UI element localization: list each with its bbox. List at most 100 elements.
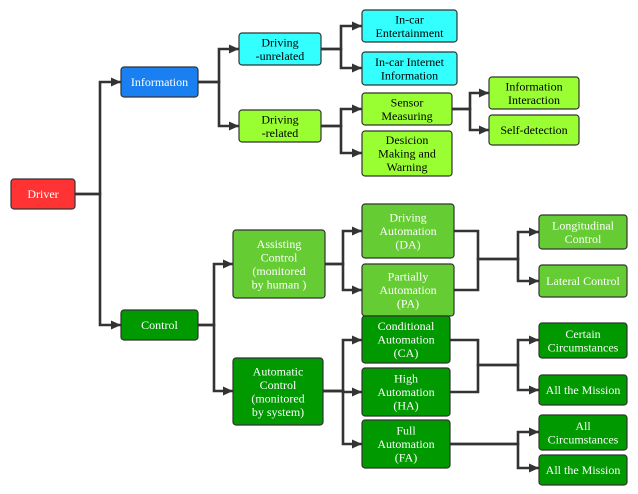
edge-assisting-to-pa bbox=[325, 262, 362, 295]
edge-ca-to-certain bbox=[450, 335, 539, 367]
node-box bbox=[488, 114, 580, 146]
node-label-line: (FA) bbox=[395, 451, 417, 465]
edge-control-to-assisting bbox=[198, 259, 233, 327]
node-box bbox=[232, 357, 324, 426]
node-label-line: Automation bbox=[377, 333, 434, 347]
node-label-line: Desicion bbox=[386, 133, 429, 147]
node-box bbox=[238, 109, 322, 143]
node-label-line: (HA) bbox=[393, 399, 418, 413]
nodes: DriverInformationControlDriving-unrelate… bbox=[10, 9, 628, 486]
edge-information-to-driving-unrelated bbox=[198, 44, 239, 84]
edge-control-to-automatic bbox=[198, 323, 233, 396]
edge-related-to-decision bbox=[321, 124, 362, 158]
node-label-line: Assisting bbox=[257, 237, 302, 251]
edge-automatic-to-fa bbox=[323, 389, 362, 449]
node-driving-unrelated: Driving-unrelated bbox=[238, 32, 322, 66]
node-box bbox=[538, 322, 628, 359]
node-label-line: Interaction bbox=[508, 93, 560, 107]
node-label-line: Circumstances bbox=[548, 432, 619, 446]
node-all-mission-1: All the Mission bbox=[538, 374, 628, 406]
node-label-line: Driving bbox=[389, 211, 426, 225]
node-label-line: In-car Internet bbox=[375, 55, 445, 69]
node-label-line: Driving bbox=[261, 112, 298, 126]
node-label-line: Automation bbox=[377, 385, 434, 399]
node-box bbox=[238, 32, 322, 66]
node-label-line: Warning bbox=[386, 160, 427, 174]
node-box bbox=[10, 178, 76, 210]
node-label-line: Information bbox=[131, 75, 188, 89]
node-label-line: Certain bbox=[565, 327, 600, 341]
node-label-line: Lateral Control bbox=[546, 274, 620, 288]
node-box bbox=[538, 264, 628, 298]
node-label-line: (PA) bbox=[397, 297, 419, 311]
node-label-line: Measuring bbox=[381, 109, 432, 123]
node-box bbox=[120, 66, 199, 98]
edge-fa-to-all-circumstances bbox=[450, 427, 539, 446]
node-label-line: Full bbox=[396, 424, 416, 438]
node-box bbox=[361, 9, 458, 43]
node-label-line: Automation bbox=[377, 437, 434, 451]
node-box bbox=[361, 130, 453, 177]
node-label-line: Conditional bbox=[378, 319, 435, 333]
node-label-line: Sensor bbox=[391, 95, 424, 109]
node-label-line: High bbox=[394, 372, 418, 386]
edge-driver-to-control bbox=[75, 192, 121, 330]
node-label-line: All bbox=[575, 419, 591, 433]
node-label-line: by human ) bbox=[252, 277, 307, 291]
node-label-line: Self-detection bbox=[500, 123, 567, 137]
node-driver: Driver bbox=[10, 178, 76, 210]
node-label-line: Information bbox=[505, 79, 562, 93]
node-information: Information bbox=[120, 66, 199, 98]
node-box bbox=[538, 454, 628, 486]
node-label-line: by system) bbox=[252, 405, 304, 419]
node-all-mission-2: All the Mission bbox=[538, 454, 628, 486]
node-label-line: Automatic bbox=[253, 364, 304, 378]
edge-driver-to-information bbox=[75, 77, 121, 196]
node-label-line: Circumstances bbox=[548, 340, 619, 354]
edge-information-to-driving-related bbox=[198, 80, 239, 131]
node-label-line: -unrelated bbox=[256, 49, 305, 63]
node-driving-related: Driving-related bbox=[238, 109, 322, 143]
edges bbox=[75, 21, 539, 473]
node-label-line: Control bbox=[260, 378, 297, 392]
node-label-line: Longitudinal bbox=[552, 218, 615, 232]
edge-unrelated-to-internet bbox=[321, 47, 362, 73]
node-box bbox=[538, 374, 628, 406]
node-label-line: Entertainment bbox=[376, 26, 445, 40]
node-label-line: Partially bbox=[388, 270, 429, 284]
node-label-line: Control bbox=[141, 318, 178, 332]
node-box bbox=[232, 229, 326, 299]
node-label-line: (CA) bbox=[394, 346, 419, 360]
node-box bbox=[538, 414, 628, 451]
edge-da-to-longitudinal bbox=[454, 227, 539, 261]
edge-sensor-to-self-detection bbox=[452, 107, 489, 135]
node-box bbox=[361, 367, 451, 417]
node-box bbox=[361, 51, 458, 86]
node-label-line: Information bbox=[381, 68, 438, 82]
edge-ha-to-all-mission bbox=[450, 363, 539, 395]
node-box bbox=[361, 315, 451, 364]
node-label-line: (monitored bbox=[251, 391, 304, 405]
node-label-line: Control bbox=[261, 250, 298, 264]
node-self-detection: Self-detection bbox=[488, 114, 580, 146]
node-label-line: (monitored bbox=[252, 264, 305, 278]
node-box bbox=[120, 309, 199, 341]
edge-unrelated-to-entertainment bbox=[321, 21, 362, 51]
edge-related-to-sensor bbox=[321, 104, 362, 128]
node-label-line: In-car bbox=[395, 12, 424, 26]
